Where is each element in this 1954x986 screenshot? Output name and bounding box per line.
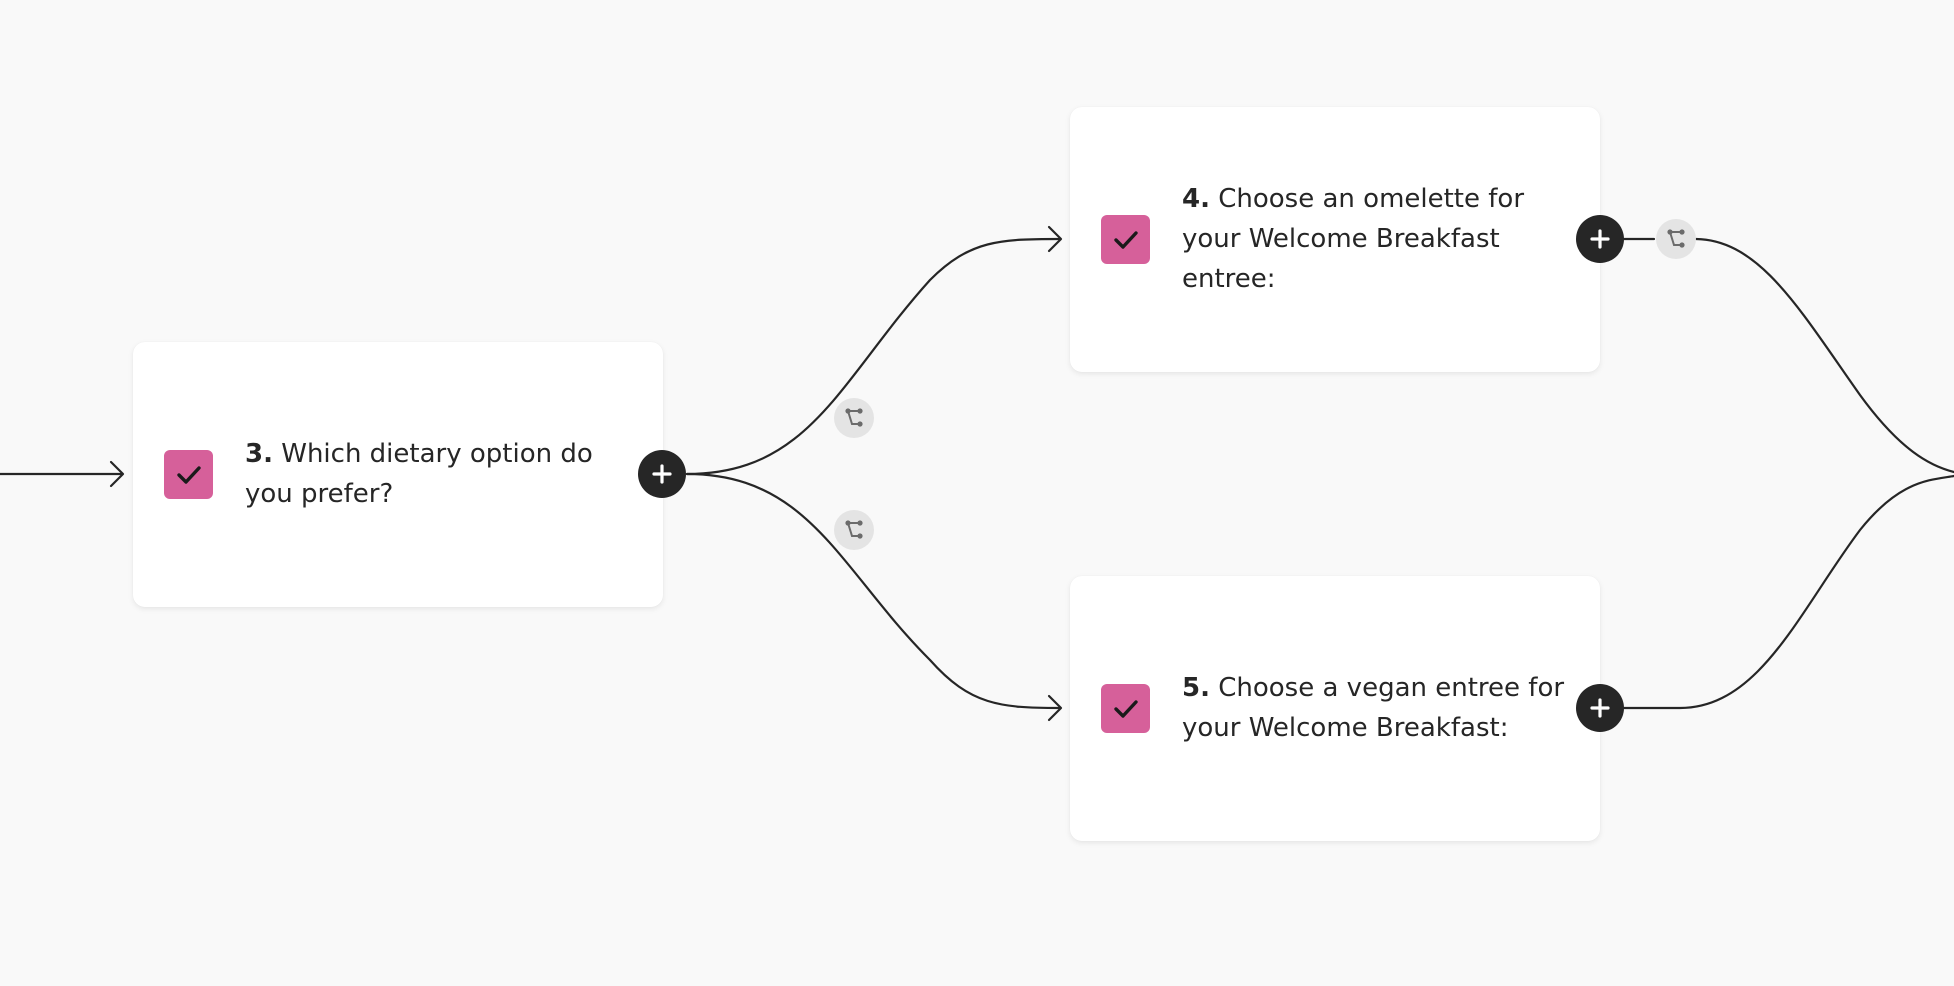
question-number: 5. xyxy=(1182,673,1210,703)
add-step-button-4[interactable] xyxy=(1576,215,1624,263)
arrow-right-icon xyxy=(1047,694,1063,722)
question-node-4[interactable]: 4. Choose an omelette for your Welcome B… xyxy=(1070,107,1600,372)
add-step-button-5[interactable] xyxy=(1576,684,1624,732)
branch-logic-button-4-out[interactable] xyxy=(1656,219,1696,259)
branch-logic-icon xyxy=(845,520,863,539)
question-label: Which dietary option do you prefer? xyxy=(245,439,593,509)
question-text: 4. Choose an omelette for your Welcome B… xyxy=(1182,179,1576,299)
connector-3-to-4 xyxy=(685,237,1062,476)
connector-4-merge xyxy=(1694,237,1954,474)
question-number: 3. xyxy=(245,439,273,469)
question-label: Choose a vegan entree for your Welcome B… xyxy=(1182,673,1565,743)
question-label: Choose an omelette for your Welcome Brea… xyxy=(1182,184,1525,294)
branch-logic-button-3-to-4[interactable] xyxy=(834,398,874,438)
plus-icon xyxy=(1590,229,1610,249)
checkbox-icon xyxy=(1101,684,1150,733)
connector-3-to-5 xyxy=(685,472,1062,710)
plus-icon xyxy=(1590,698,1610,718)
add-step-button-3[interactable] xyxy=(638,450,686,498)
checkbox-icon xyxy=(164,450,213,499)
question-node-5[interactable]: 5. Choose a vegan entree for your Welcom… xyxy=(1070,576,1600,841)
arrow-right-icon xyxy=(109,460,125,488)
branch-logic-icon xyxy=(845,408,863,427)
connector-5-merge xyxy=(1622,474,1954,710)
question-node-3[interactable]: 3. Which dietary option do you prefer? xyxy=(133,342,663,607)
branch-logic-button-3-to-5[interactable] xyxy=(834,510,874,550)
plus-icon xyxy=(652,464,672,484)
arrow-right-icon xyxy=(1047,225,1063,253)
branch-logic-icon xyxy=(1667,229,1685,248)
question-text: 3. Which dietary option do you prefer? xyxy=(245,434,639,514)
checkbox-icon xyxy=(1101,215,1150,264)
question-text: 5. Choose a vegan entree for your Welcom… xyxy=(1182,668,1576,748)
question-number: 4. xyxy=(1182,184,1210,214)
